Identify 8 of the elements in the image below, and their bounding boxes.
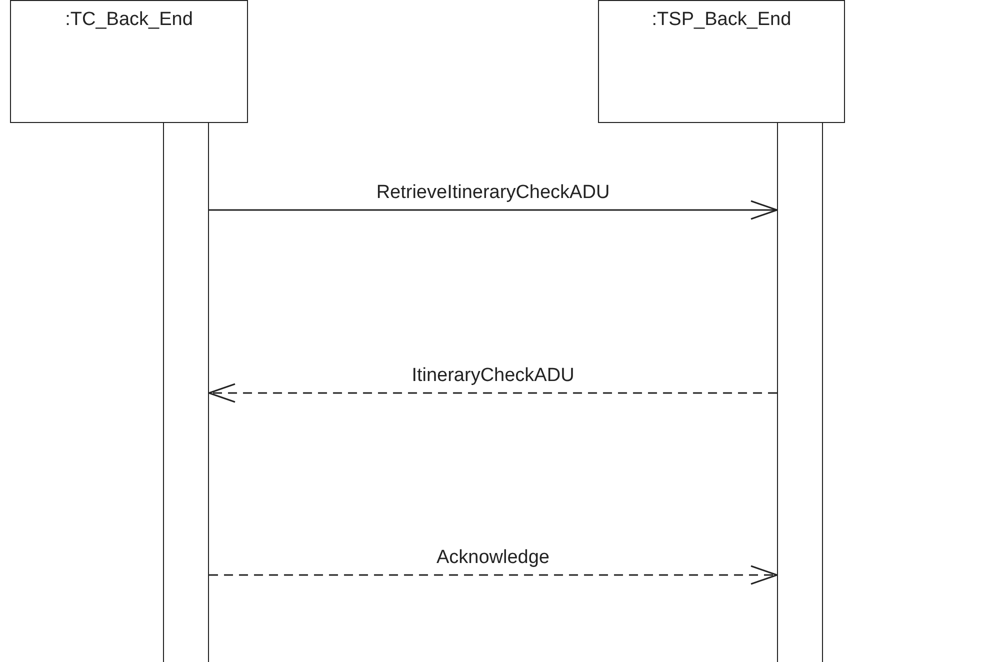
message-arrow: [208, 383, 777, 403]
activation-bar: [163, 122, 209, 662]
message-arrow: [209, 200, 778, 220]
object-box: :TSP_Back_End: [598, 0, 845, 123]
message-arrow: [209, 565, 778, 585]
object-box: :TC_Back_End: [10, 0, 248, 123]
activation-bar: [777, 122, 823, 662]
edge-label: Acknowledge: [434, 547, 552, 569]
